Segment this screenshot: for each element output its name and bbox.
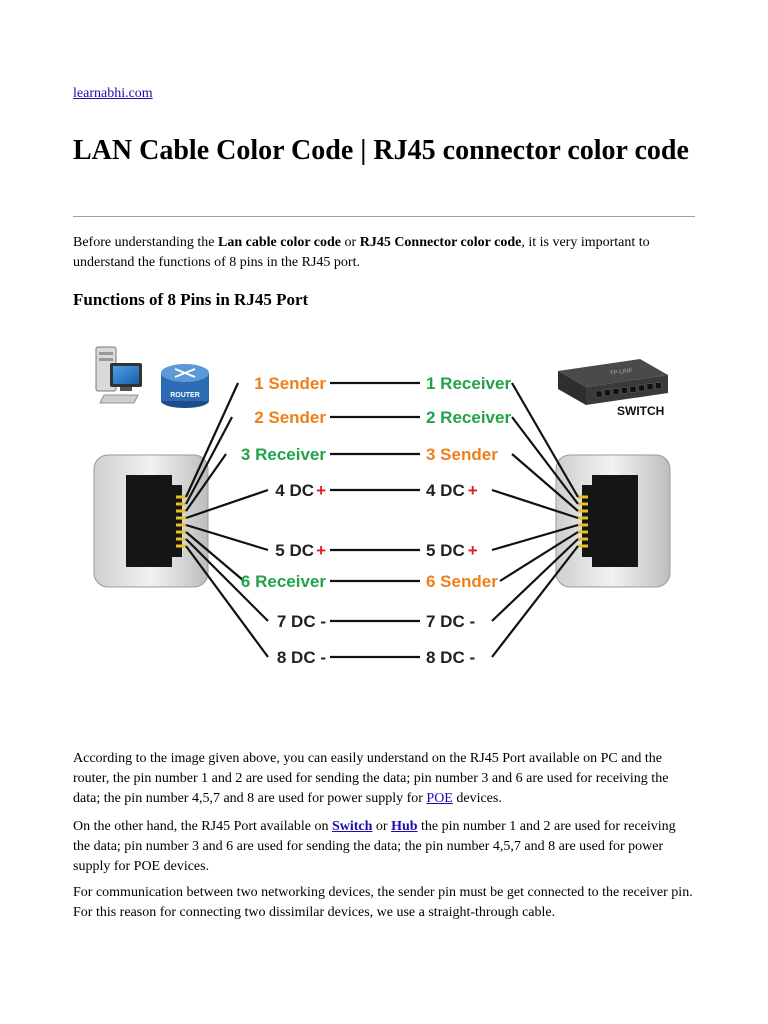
fan-wire-right [511, 416, 579, 505]
left-pin-label: 1 Sender [254, 374, 326, 393]
para2-text-3: the pin number 1 and 2 are used for rece… [73, 819, 676, 874]
left-rj45-port [93, 454, 209, 588]
plus-sign: + [468, 541, 478, 560]
page-title: LAN Cable Color Code | RJ45 connector co… [73, 135, 689, 166]
para2-text-2: or [372, 819, 392, 834]
fan-wire-left [185, 453, 227, 512]
intro-text-2: or [341, 235, 360, 250]
right-pin-label: 1 Receiver [426, 374, 511, 393]
left-pin-label: 6 Receiver [241, 572, 326, 591]
left-pin-label: 2 Sender [254, 408, 326, 427]
fan-wire-left [185, 523, 269, 552]
fan-wire-right [491, 523, 579, 552]
fan-wire-left [185, 531, 245, 582]
pin-wires [184, 381, 579, 659]
fan-wire-left [185, 545, 269, 658]
section-heading: Functions of 8 Pins in RJ45 Port [73, 290, 309, 309]
fan-wire-right [491, 488, 579, 520]
fan-wire-right [491, 545, 579, 658]
left-pin-label: 4 DC [275, 481, 314, 500]
fan-wire-left [185, 538, 269, 622]
switch-icon: TP-LINK SWITCH [558, 359, 668, 418]
rj45-pin-diagram: ROUTER TP-LINK SWITCH 1 Sender 2 Sender 3 … [93, 346, 671, 667]
intro-paragraph: Before understanding the Lan cable color… [73, 233, 695, 273]
left-pin-label: 3 Receiver [241, 445, 326, 464]
right-pin-label: 5 DC [426, 541, 465, 560]
fan-wire-right [491, 538, 579, 622]
fan-wire-right [511, 382, 579, 498]
switch-brand: TP-LINK [609, 368, 633, 377]
para1-text-1: According to the image given above, you … [73, 751, 669, 806]
fan-wire-right [511, 453, 579, 512]
intro-bold-1: Lan cable color code [218, 235, 342, 250]
left-pin-label: 7 DC - [277, 612, 326, 631]
right-pin-label: 7 DC - [426, 612, 475, 631]
right-pin-label: 3 Sender [426, 445, 498, 464]
switch-label: SWITCH [617, 404, 664, 418]
fan-wire-left [185, 416, 233, 505]
right-pin-label: 6 Sender [426, 572, 498, 591]
para2-text-1: On the other hand, the RJ45 Port availab… [73, 819, 332, 834]
switch-ports [595, 382, 662, 398]
plus-sign: + [316, 481, 326, 500]
right-pin-label: 2 Receiver [426, 408, 511, 427]
fan-wire-left [185, 488, 269, 520]
paragraph-straight-through: For communication between two networking… [73, 885, 693, 920]
router-label: ROUTER [170, 392, 200, 399]
title-divider [73, 216, 695, 217]
paragraph-switch-hub: On the other hand, the RJ45 Port availab… [73, 817, 695, 877]
paragraph-pc-router: According to the image given above, you … [73, 749, 695, 809]
right-pin-label: 4 DC [426, 481, 465, 500]
plus-sign: + [316, 541, 326, 560]
left-pin-label: 5 DC [275, 541, 314, 560]
fan-wire-left [184, 382, 240, 498]
right-pin-label: 8 DC - [426, 648, 475, 667]
plus-sign: + [468, 481, 478, 500]
intro-text-1: Before understanding the [73, 235, 219, 250]
poe-link[interactable]: POE [426, 791, 453, 806]
hub-link[interactable]: Hub [391, 819, 418, 834]
site-link[interactable]: learnabhi.com [73, 86, 153, 101]
right-rj45-port [555, 454, 671, 588]
fan-wire-right [499, 531, 579, 582]
para1-text-2: devices. [452, 791, 502, 806]
intro-bold-2: RJ45 Connector color code [359, 235, 522, 250]
router-icon: ROUTER [161, 364, 209, 408]
pc-icon [95, 346, 142, 404]
intro-text-3: , it is very important to understand the… [73, 235, 650, 270]
left-pin-label: 8 DC - [277, 648, 326, 667]
switch-link[interactable]: Switch [331, 819, 373, 834]
